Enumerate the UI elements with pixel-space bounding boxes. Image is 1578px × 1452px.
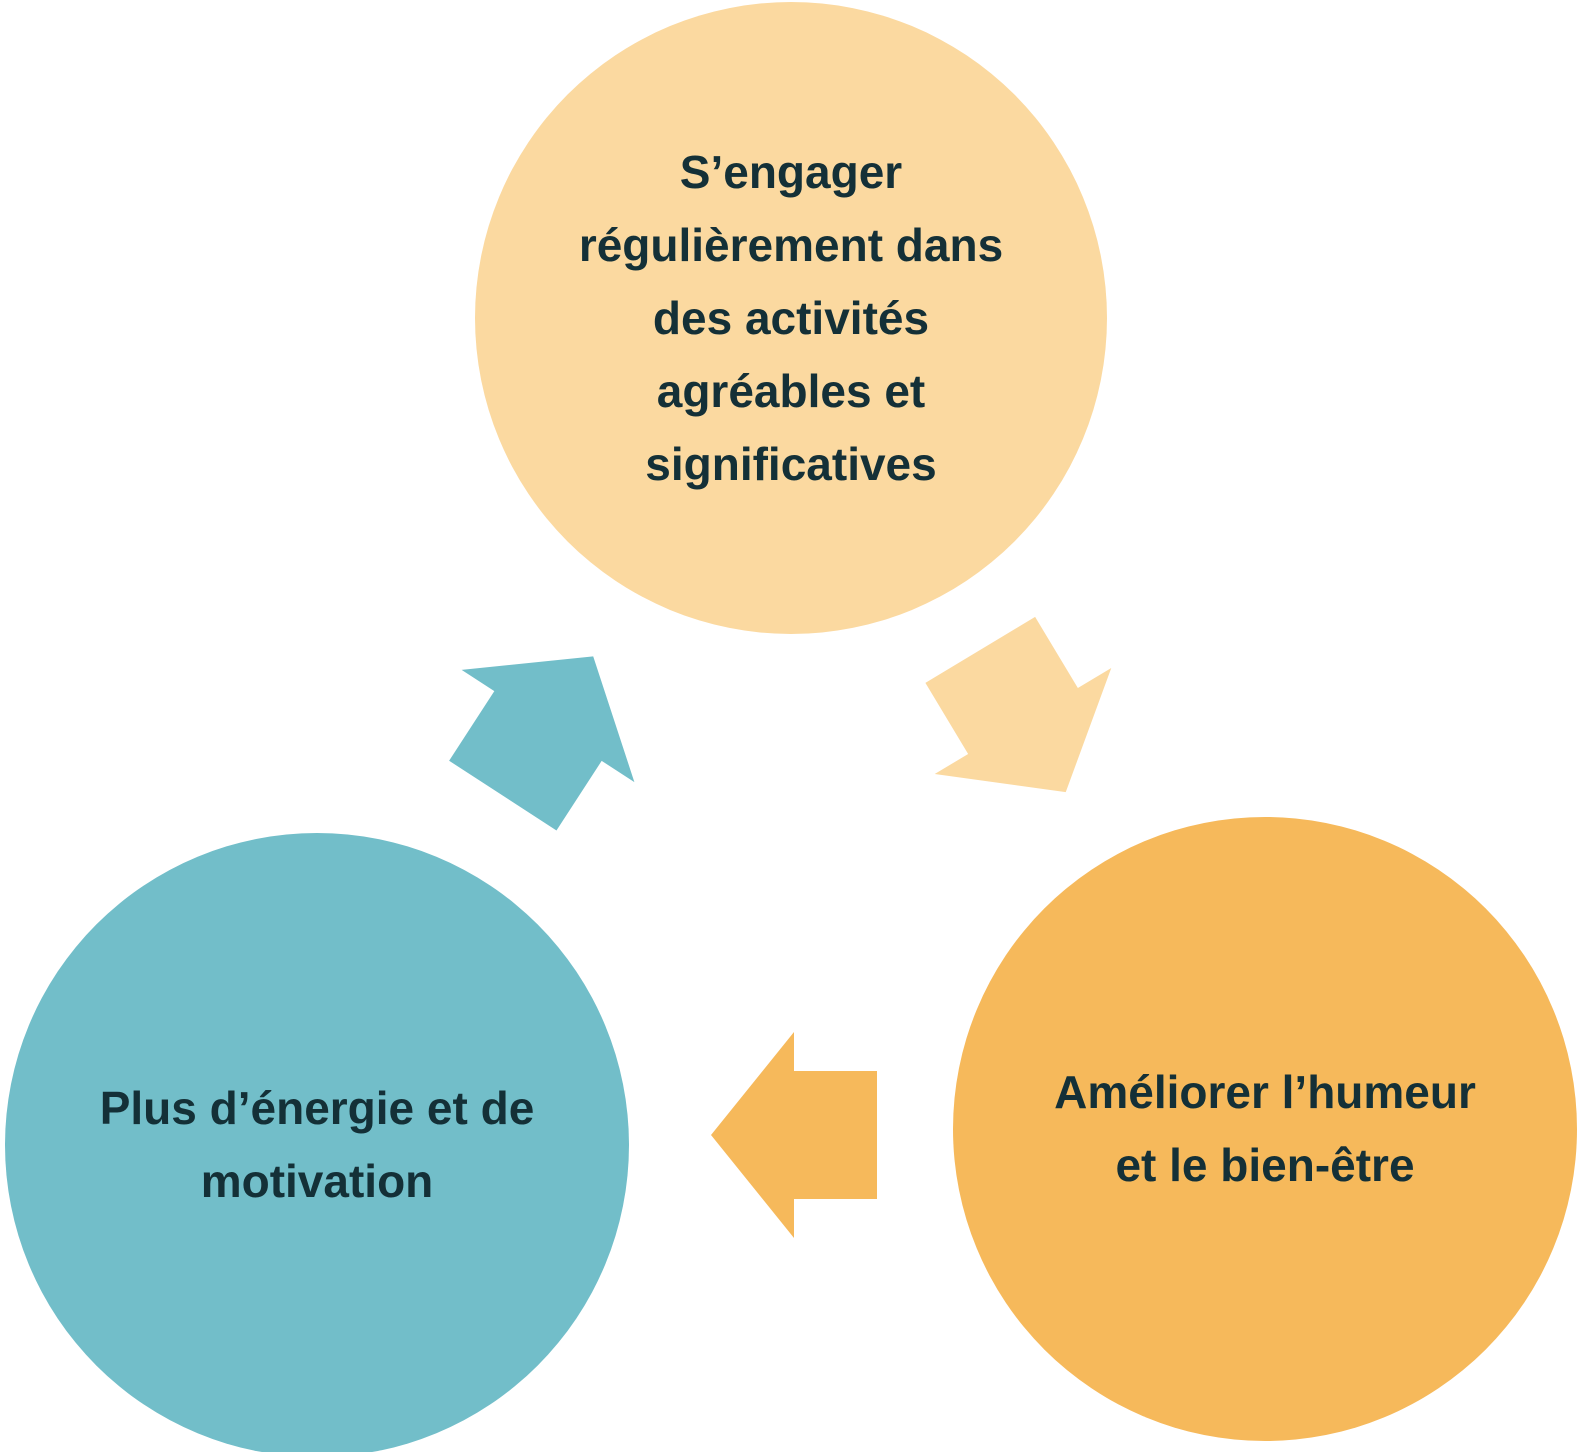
node-activities-circle: S’engager régulièrement dans des activit…	[475, 2, 1107, 634]
node-energy-circle: Plus d’énergie et de motivation	[5, 833, 629, 1452]
arrow-left-icon	[711, 1032, 877, 1238]
arrow-up-right-icon	[449, 656, 635, 831]
node-mood-circle: Améliorer l’humeur et le bien-être	[953, 817, 1577, 1441]
arrow-mood-to-energy-shape	[711, 1032, 877, 1238]
arrow-activities-to-mood-shape	[925, 616, 1112, 793]
arrow-down-right-icon	[925, 616, 1112, 793]
node-energy-label: Plus d’énergie et de motivation	[99, 1082, 535, 1207]
node-mood-label: Améliorer l’humeur et le bien-être	[1054, 1066, 1476, 1191]
node-activities-label: S’engager régulièrement dans des activit…	[578, 145, 1004, 490]
arrow-energy-to-activities-shape	[449, 656, 635, 831]
